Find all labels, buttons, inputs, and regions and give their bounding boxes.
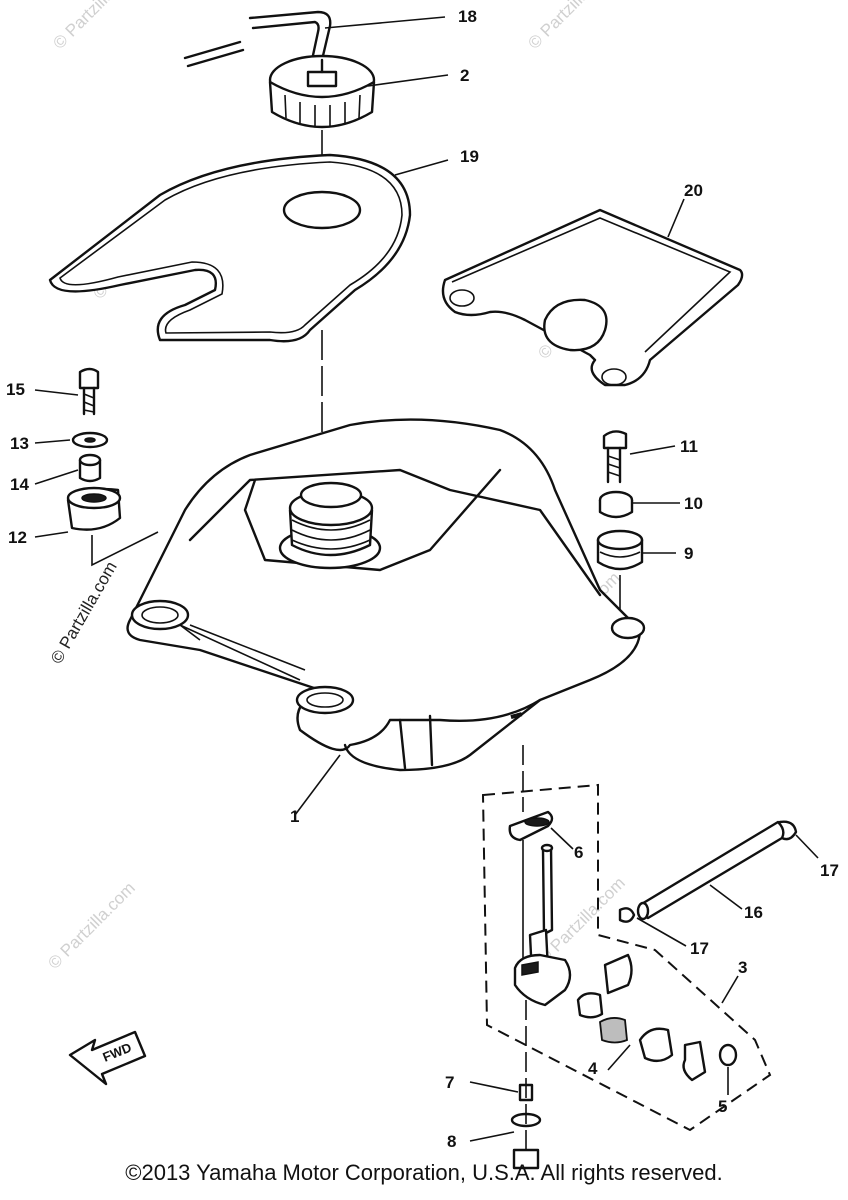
fuel-cock-box <box>481 783 772 1132</box>
callout-leaders <box>34 16 819 1142</box>
callout-3: 3 <box>738 958 747 977</box>
callout-9: 9 <box>684 544 693 563</box>
fuel-tank: ▫▫▫ <box>126 418 646 772</box>
watermark: © Partzilla.com <box>524 0 618 53</box>
callout-7: 7 <box>445 1073 454 1092</box>
callout-13: 13 <box>10 434 29 453</box>
watermark: © Partzilla.com <box>49 0 143 53</box>
callout-19: 19 <box>460 147 479 166</box>
callout-17a: 17 <box>690 939 709 958</box>
left-mount-parts <box>66 367 159 567</box>
callout-11: 11 <box>680 437 698 456</box>
breather-hose <box>183 10 332 68</box>
copyright-notice: ©2013 Yamaha Motor Corporation, U.S.A. A… <box>125 1160 723 1185</box>
callout-18: 18 <box>458 7 477 26</box>
callout-numbers: 18 2 19 20 15 13 14 12 11 10 9 1 6 17 17… <box>6 7 839 1151</box>
callout-6: 6 <box>574 843 583 862</box>
tank-side-plate <box>441 208 744 387</box>
fuel-cock-parts <box>508 745 738 1170</box>
tank-cover-gasket <box>48 153 412 343</box>
fwd-arrow: FWD <box>68 1030 147 1086</box>
callout-16: 16 <box>744 903 763 922</box>
callout-4: 4 <box>588 1059 598 1078</box>
watermark-dark: © Partzilla.com <box>47 558 121 667</box>
right-mount-parts <box>596 430 644 620</box>
callout-12: 12 <box>8 528 27 547</box>
callout-20: 20 <box>684 181 703 200</box>
callout-8: 8 <box>447 1132 456 1151</box>
callout-1: 1 <box>290 807 299 826</box>
callout-10: 10 <box>684 494 703 513</box>
callout-15: 15 <box>6 380 25 399</box>
svg-text:▫▫▫: ▫▫▫ <box>510 710 523 723</box>
callout-5: 5 <box>718 1097 727 1116</box>
fuel-pipe <box>618 820 798 923</box>
callout-2: 2 <box>460 66 469 85</box>
watermark: © Partzilla.com <box>44 878 138 972</box>
fuel-cap <box>268 54 376 129</box>
callout-14: 14 <box>10 475 29 494</box>
callout-17b: 17 <box>820 861 839 880</box>
